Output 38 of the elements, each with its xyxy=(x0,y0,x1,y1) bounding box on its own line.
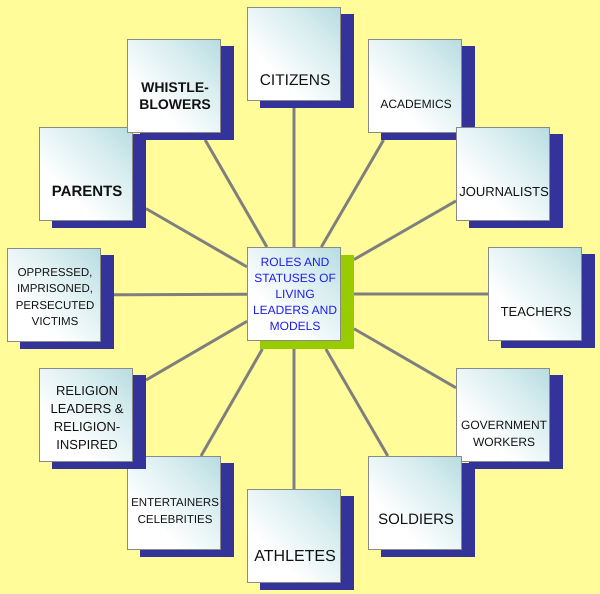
connector-line xyxy=(114,292,247,296)
box-label: ATHLETES xyxy=(254,548,336,566)
role-box xyxy=(247,489,354,590)
box-label: WHISTLE-BLOWERS xyxy=(138,78,212,112)
box-label: ACADEMICS xyxy=(380,96,452,112)
role-box xyxy=(7,248,114,349)
connector-line xyxy=(145,320,248,382)
connector-line xyxy=(320,139,385,248)
box-label: JOURNALISTS xyxy=(458,184,550,200)
box-label: TEACHERS xyxy=(500,304,572,320)
connector-line xyxy=(200,348,264,457)
role-box xyxy=(127,456,234,557)
connector-line xyxy=(353,200,457,261)
connector-line xyxy=(354,292,488,296)
box-label: PARENTS xyxy=(51,183,123,201)
box-label: GOVERNMENT WORKERS xyxy=(460,416,548,450)
connector-line xyxy=(204,139,268,248)
role-box xyxy=(39,127,146,228)
connector-line xyxy=(292,349,296,489)
box-label: SOLDIERS xyxy=(378,511,454,529)
role-box xyxy=(456,368,563,469)
box-label: RELIGION LEADERS & RELIGION-INSPIRED xyxy=(50,382,124,454)
box-label: CITIZENS xyxy=(259,72,331,90)
box-label: ENTERTAINERS CELEBRITIES xyxy=(130,496,220,528)
connector-line xyxy=(145,207,248,268)
connector-line xyxy=(292,108,296,247)
role-box xyxy=(368,456,475,557)
box-label: ROLES AND STATUSES OF LIVING LEADERS AND MODELS xyxy=(252,254,338,334)
role-box xyxy=(368,39,475,140)
central-box xyxy=(247,247,354,349)
role-box xyxy=(127,39,234,140)
role-box xyxy=(456,127,563,228)
connector-line xyxy=(353,327,457,390)
role-box xyxy=(39,368,146,469)
box-label: OPPRESSED, IMPRISONED, PERSECUTED VICTIMS xyxy=(15,266,95,330)
role-box xyxy=(488,247,595,348)
connector-line xyxy=(324,348,390,457)
role-box xyxy=(247,7,354,108)
